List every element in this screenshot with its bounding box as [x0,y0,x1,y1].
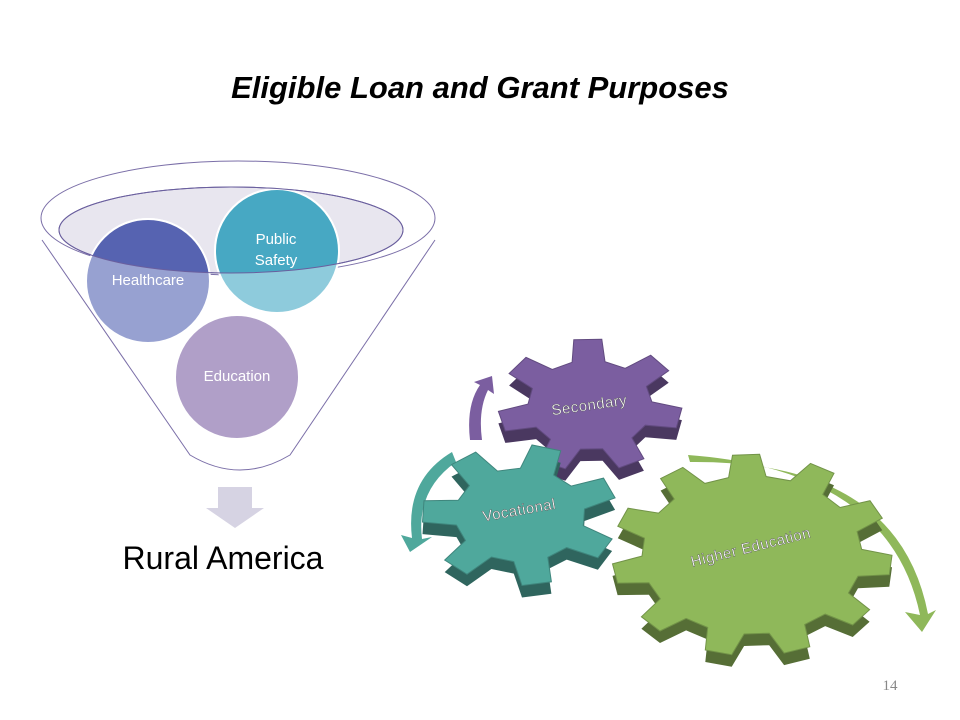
public-safety-label-line2: Safety [255,252,298,269]
funnel-body [41,239,436,471]
page-number: 14 [882,678,898,694]
funnel-output-label: Rural America [122,540,324,576]
secondary-gear: Secondary [497,338,683,481]
higher-gear-face [611,453,893,656]
vocational-gear: Vocational [421,444,616,598]
down-arrow-icon [206,487,264,528]
funnel: Healthcare Public Safety Education [40,160,436,528]
vocational-rotation-arrow-icon [401,452,456,552]
secondary-rotation-arrow-icon [469,376,494,440]
public-safety-label-line1: Public [256,231,297,248]
healthcare-label: Healthcare [112,272,185,289]
education-circle [174,314,300,440]
vocational-gear-face [421,444,616,587]
education-label: Education [204,368,271,385]
secondary-gear-face [497,338,683,470]
slide-title: Eligible Loan and Grant Purposes [231,70,729,105]
higher-rotation-arrow-icon [688,455,936,632]
higher-gear: Higher Education [611,453,893,667]
